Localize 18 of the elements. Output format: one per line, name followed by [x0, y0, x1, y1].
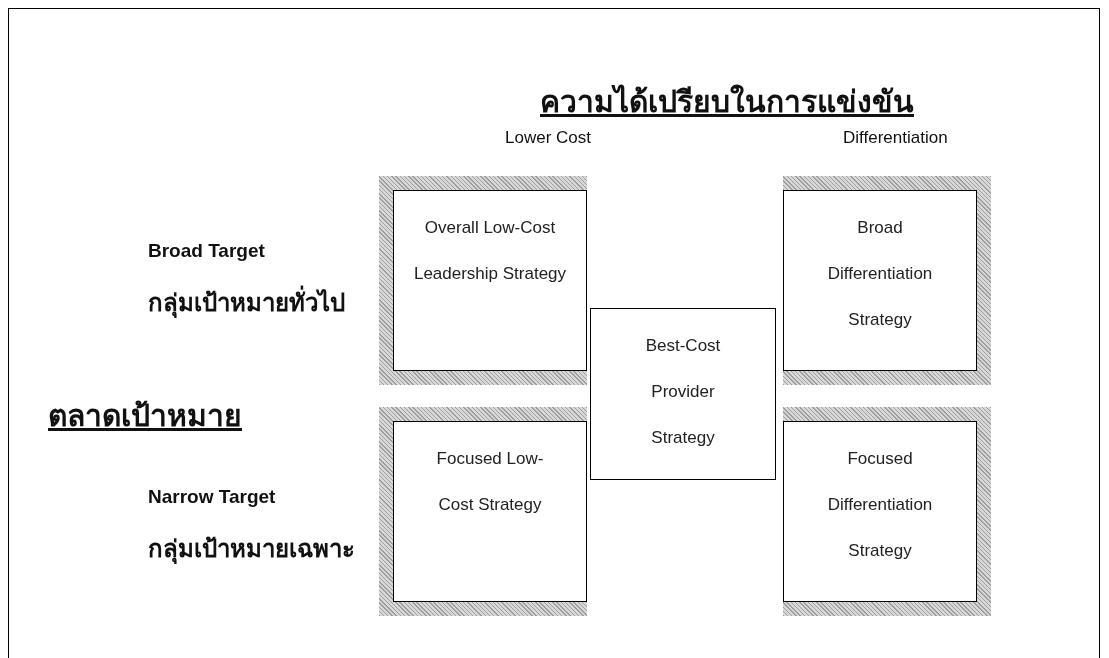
strategy-box: [393, 421, 587, 602]
strategy-box: [393, 190, 587, 371]
strategy-box: [783, 190, 977, 371]
strategy-box: [783, 421, 977, 602]
title: ความได้เปรียบในการแข่งขัน: [540, 83, 914, 121]
box-text: Focused Differentiation Strategy: [826, 448, 934, 562]
axis-label: ตลาดเป้าหมาย: [48, 397, 242, 435]
box-text: Best-Cost Provider Strategy: [644, 335, 722, 449]
column-heading: Differentiation: [843, 128, 948, 148]
row-label: Broad Target: [148, 240, 265, 262]
row-label: กลุ่มเป้าหมายเฉพาะ: [148, 533, 355, 566]
row-label: กลุ่มเป้าหมายทั่วไป: [148, 283, 345, 322]
strategy-box: [590, 308, 776, 480]
column-heading: Lower Cost: [505, 128, 591, 148]
box-text: Overall Low-Cost Leadership Strategy: [412, 217, 568, 285]
box-text: Focused Low-Cost Strategy: [435, 448, 545, 516]
box-text: Broad Differentiation Strategy: [826, 217, 934, 331]
row-label: Narrow Target: [148, 486, 276, 508]
